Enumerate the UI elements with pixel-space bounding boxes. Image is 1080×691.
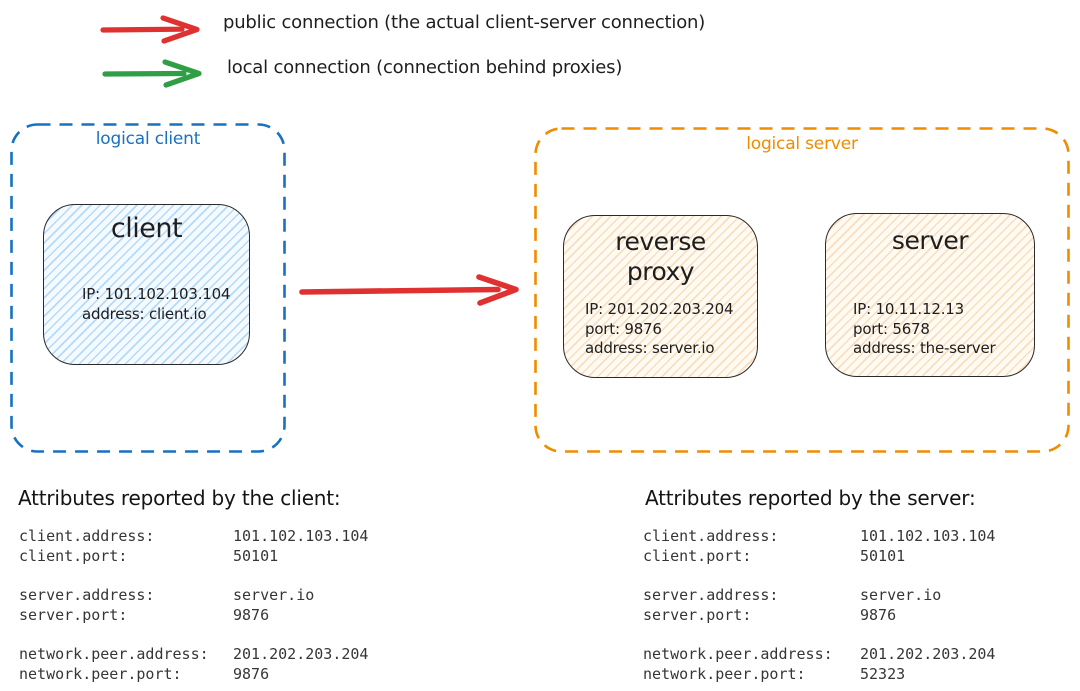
attr-value: server.io bbox=[233, 586, 315, 604]
logical-client-group: logical client bbox=[10, 123, 286, 453]
attr-key: network.peer.port: bbox=[19, 664, 182, 683]
server-attr-group: network.peer.address: 201.202.203.204 net… bbox=[643, 645, 995, 684]
attr-key: server.port: bbox=[19, 605, 128, 624]
public-connection-label: public connection (the actual client-ser… bbox=[223, 12, 706, 33]
attr-row: server.port: 9876 bbox=[19, 606, 368, 626]
client-attributes-heading: Attributes reported by the client: bbox=[18, 486, 341, 510]
attr-value: 9876 bbox=[233, 605, 270, 624]
reverse-proxy-node: reverse proxy IP: 201.202.203.204 port: … bbox=[563, 215, 758, 378]
local-connection-arrow-icon bbox=[102, 59, 202, 88]
attr-row: network.peer.port: 52323 bbox=[643, 665, 995, 685]
attr-key: client.address: bbox=[19, 527, 155, 545]
logical-client-border bbox=[10, 123, 286, 453]
client-attr-group: server.address: server.io server.port: 987… bbox=[19, 586, 368, 625]
client-node-title: client bbox=[110, 213, 183, 244]
attr-key: client.port: bbox=[19, 546, 128, 565]
reverse-proxy-node-address: address: server.io bbox=[585, 339, 715, 357]
attr-value: server.io bbox=[860, 586, 942, 604]
client-node-address: address: client.io bbox=[82, 304, 207, 323]
attr-key: server.address: bbox=[19, 586, 155, 604]
client-attr-group: client.address: 101.102.103.104 client.po… bbox=[19, 527, 368, 566]
attr-row: client.address: 101.102.103.104 bbox=[19, 527, 368, 547]
attr-row: client.address: 101.102.103.104 bbox=[643, 527, 995, 547]
logical-server-group: logical server bbox=[534, 127, 1070, 453]
server-attr-group: client.address: 101.102.103.104 client.po… bbox=[643, 527, 995, 566]
client-node-details: IP: 101.102.103.104 address: client.io bbox=[44, 285, 249, 324]
attr-value: 101.102.103.104 bbox=[233, 527, 369, 545]
attr-value: 50101 bbox=[860, 546, 906, 565]
client-attributes-table: client.address: 101.102.103.104 client.po… bbox=[19, 527, 368, 691]
attr-value: 201.202.203.204 bbox=[233, 645, 369, 663]
server-attributes-table: client.address: 101.102.103.104 client.po… bbox=[643, 527, 995, 691]
attr-key: server.address: bbox=[643, 586, 779, 604]
attr-value: 9876 bbox=[233, 664, 270, 683]
attr-value: 50101 bbox=[233, 546, 279, 565]
attr-key: network.peer.address: bbox=[19, 645, 209, 663]
reverse-proxy-node-ip: IP: 201.202.203.204 bbox=[585, 300, 734, 318]
attr-row: network.peer.address: 201.202.203.204 bbox=[643, 645, 995, 665]
attr-key: server.port: bbox=[643, 605, 752, 624]
attr-row: client.port: 50101 bbox=[19, 547, 368, 567]
server-node-port: port: 5678 bbox=[853, 319, 930, 338]
server-node-details: IP: 10.11.12.13 port: 5678 address: the-… bbox=[826, 300, 1034, 359]
attr-value: 101.102.103.104 bbox=[860, 527, 996, 545]
client-node: client IP: 101.102.103.104 address: clie… bbox=[43, 204, 250, 365]
attr-row: network.peer.address: 201.202.203.204 bbox=[19, 645, 368, 665]
public-connection-main-arrow-icon bbox=[299, 274, 519, 306]
logical-client-label: logical client bbox=[95, 129, 201, 149]
attr-row: client.port: 50101 bbox=[643, 547, 995, 567]
public-connection-arrow-icon bbox=[100, 15, 200, 44]
attr-key: network.peer.port: bbox=[643, 664, 806, 683]
attr-value: 9876 bbox=[860, 605, 897, 624]
attr-key: network.peer.address: bbox=[643, 645, 833, 663]
server-attributes-heading: Attributes reported by the server: bbox=[645, 486, 976, 510]
client-node-ip: IP: 101.102.103.104 bbox=[82, 285, 231, 303]
attr-row: server.address: server.io bbox=[19, 586, 368, 606]
attr-row: server.port: 9876 bbox=[643, 606, 995, 626]
attr-row: server.address: server.io bbox=[643, 586, 995, 606]
attr-value: 52323 bbox=[860, 664, 906, 683]
server-node-address: address: the-server bbox=[853, 339, 996, 357]
server-attr-group: server.address: server.io server.port: 987… bbox=[643, 586, 995, 625]
reverse-proxy-node-details: IP: 201.202.203.204 port: 9876 address: … bbox=[564, 300, 757, 359]
local-connection-label: local connection (connection behind prox… bbox=[227, 57, 623, 78]
attr-key: client.address: bbox=[643, 527, 779, 545]
client-attr-group: network.peer.address: 201.202.203.204 net… bbox=[19, 645, 368, 684]
reverse-proxy-node-port: port: 9876 bbox=[585, 319, 662, 338]
logical-server-label: logical server bbox=[746, 134, 858, 154]
attr-key: client.port: bbox=[643, 546, 752, 565]
reverse-proxy-node-title: reverse proxy bbox=[615, 227, 706, 286]
server-node: server IP: 10.11.12.13 port: 5678 addres… bbox=[825, 213, 1035, 377]
attr-value: 201.202.203.204 bbox=[860, 645, 996, 663]
server-node-title: server bbox=[891, 226, 969, 255]
attr-row: network.peer.port: 9876 bbox=[19, 665, 368, 685]
server-node-ip: IP: 10.11.12.13 bbox=[853, 300, 964, 318]
